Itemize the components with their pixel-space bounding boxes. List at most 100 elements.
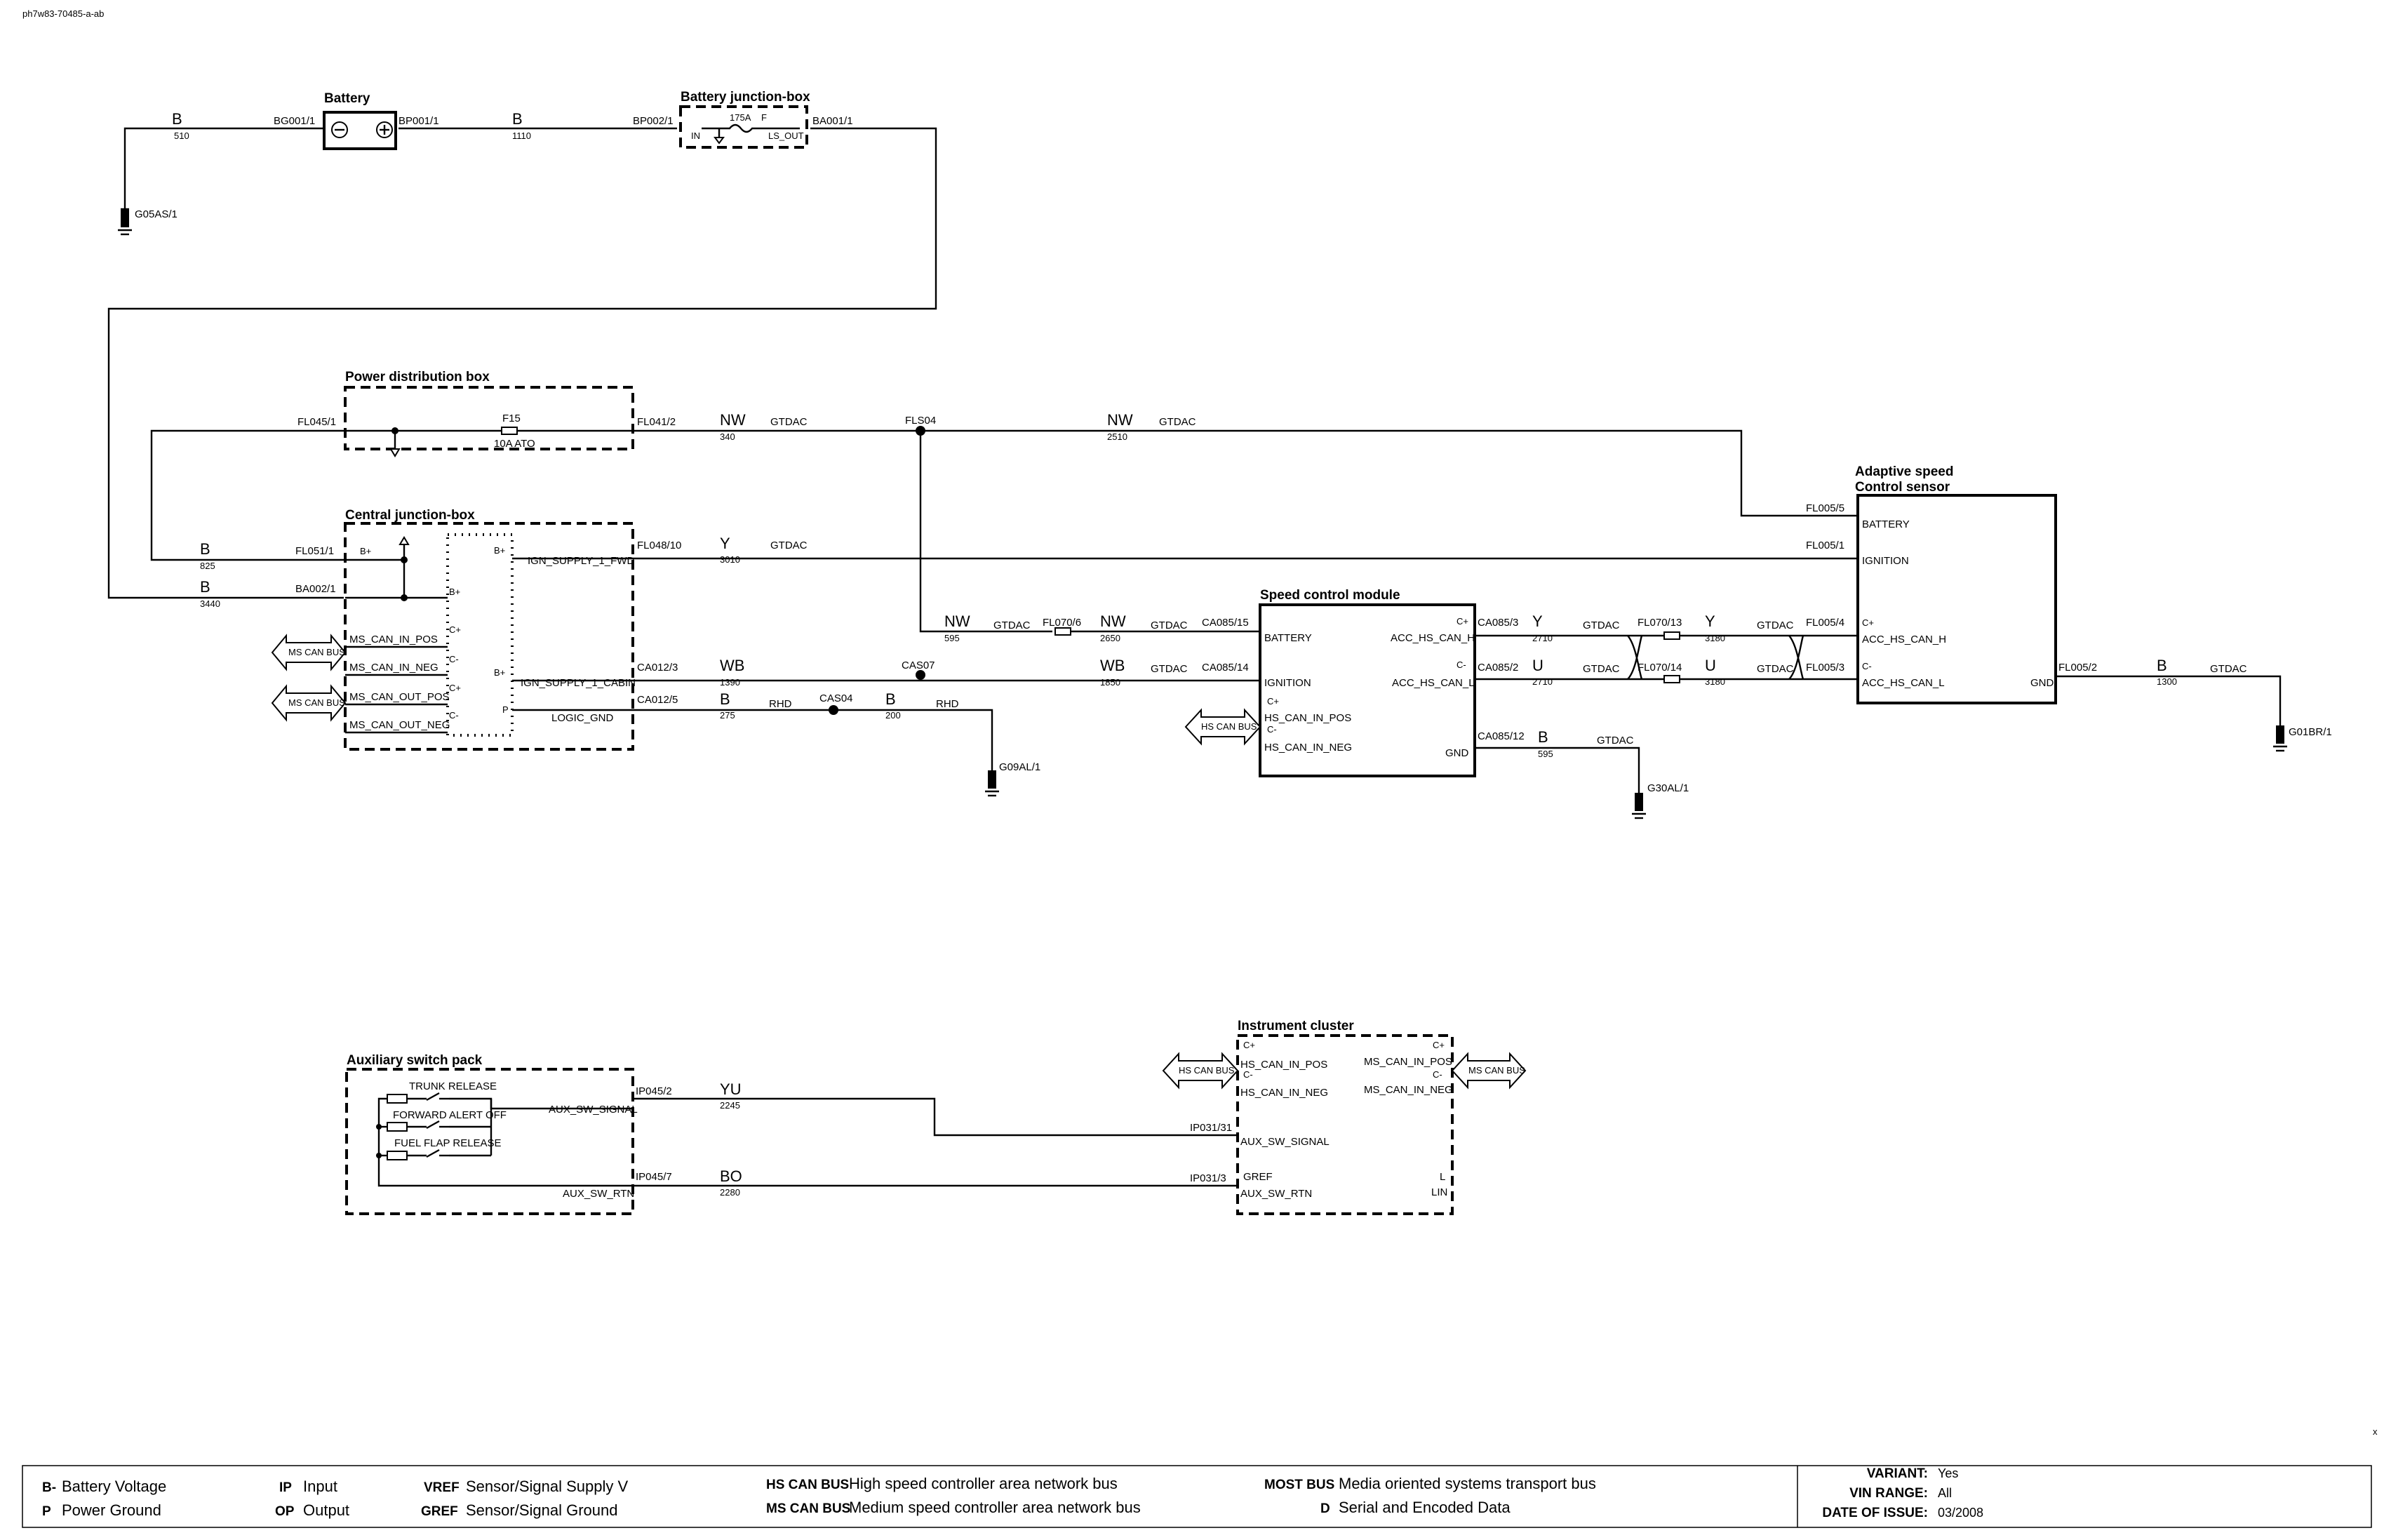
pin-label: MS_CAN_IN_POS bbox=[1364, 1056, 1452, 1068]
legend-abbr: IP bbox=[279, 1480, 292, 1495]
pdb-title: Power distribution box bbox=[345, 370, 490, 384]
pin-label: HS_CAN_IN_NEG bbox=[1240, 1087, 1328, 1099]
pin-label: C+ bbox=[1862, 617, 1874, 628]
legend-desc: Media oriented systems transport bus bbox=[1339, 1475, 1596, 1492]
pin-label: HS_CAN_IN_NEG bbox=[1264, 742, 1352, 754]
wire-number: 2280 bbox=[720, 1187, 740, 1198]
wire-type: GTDAC bbox=[1757, 663, 1794, 675]
pin-label: BATTERY bbox=[1264, 632, 1312, 644]
switch-label: FORWARD ALERT OFF bbox=[393, 1109, 507, 1121]
pin-label: L bbox=[1440, 1171, 1445, 1183]
connector-fl041: FL041/2 bbox=[637, 416, 676, 428]
bus-label: MS CAN BUS bbox=[288, 697, 345, 708]
wire-color: B bbox=[885, 690, 896, 708]
inline-connector-icon bbox=[1663, 675, 1680, 683]
wire-color: BO bbox=[720, 1167, 742, 1185]
wire-color: B bbox=[720, 690, 730, 708]
wire-number: 3180 bbox=[1705, 633, 1725, 643]
arrow-down-icon bbox=[714, 137, 725, 145]
ground-icon bbox=[1632, 793, 1646, 819]
switch-icon bbox=[387, 1092, 449, 1104]
arrow-down-icon bbox=[389, 448, 401, 457]
pin-label: LS_OUT bbox=[768, 130, 804, 141]
instrument-cluster-section: Instrument cluster IP031/31 IP031/3 C+ H… bbox=[1162, 1019, 1527, 1215]
pin-label: ACC_HS_CAN_H bbox=[1862, 634, 1946, 645]
connector-ca085-3: CA085/3 bbox=[1478, 617, 1518, 629]
wire-number: 275 bbox=[720, 710, 735, 721]
wire-number: 200 bbox=[885, 710, 901, 721]
power-distribution-box bbox=[344, 386, 634, 450]
ground-icon bbox=[118, 209, 132, 236]
wire-type: GTDAC bbox=[993, 620, 1031, 631]
legend-desc: Medium speed controller area network bus bbox=[849, 1499, 1141, 1516]
connector-fl051: FL051/1 bbox=[295, 545, 334, 557]
legend-abbr: VREF bbox=[424, 1480, 460, 1495]
connector-bp002: BP002/1 bbox=[633, 115, 674, 127]
connector-ca085-12: CA085/12 bbox=[1478, 730, 1525, 742]
pin-label: C+ bbox=[1456, 616, 1468, 627]
connector-fl005-5: FL005/5 bbox=[1806, 502, 1844, 514]
hs-can-bus-arrow: HS CAN BUS bbox=[1162, 1052, 1239, 1090]
legend-desc: Sensor/Signal Supply V bbox=[466, 1478, 628, 1495]
connector-g01br: G01BR/1 bbox=[2289, 726, 2332, 738]
battery-positive-icon bbox=[376, 121, 393, 138]
pin-label: GREF bbox=[1243, 1171, 1273, 1183]
pin-label: ACC_HS_CAN_L bbox=[1392, 677, 1475, 689]
inline-connector-icon bbox=[1054, 627, 1071, 636]
connector-g30al: G30AL/1 bbox=[1647, 782, 1689, 794]
pin-label: C+ bbox=[1243, 1040, 1255, 1050]
wire-color: NW bbox=[720, 411, 746, 429]
instrument-cluster bbox=[1236, 1034, 1454, 1215]
battery-junction-box bbox=[679, 105, 808, 149]
legend-desc: High speed controller area network bus bbox=[849, 1475, 1118, 1492]
cjb-title: Central junction-box bbox=[345, 508, 475, 523]
vin-value: All bbox=[1938, 1486, 1952, 1500]
twisted-pair-icon bbox=[1627, 635, 1643, 680]
legend-panel: B- Battery Voltage P Power Ground IP Inp… bbox=[22, 1465, 2372, 1528]
connector-bp001: BP001/1 bbox=[399, 115, 439, 127]
pin-label: AUX_SW_RTN bbox=[1240, 1188, 1312, 1200]
fuse-rating: 175A bbox=[730, 112, 751, 123]
scm-title: Speed control module bbox=[1260, 588, 1400, 603]
speed-control-section: Speed control module NW 595 GTDAC FL070/… bbox=[944, 588, 1858, 819]
pin-label: IGN_SUPPLY_1_FWD bbox=[528, 555, 634, 567]
legend-abbr: D bbox=[1320, 1501, 1330, 1516]
bjb-title: Battery junction-box bbox=[681, 90, 810, 105]
auxiliary-switch-pack bbox=[345, 1068, 634, 1215]
pin-label: B+ bbox=[449, 587, 460, 597]
asp-title: Auxiliary switch pack bbox=[347, 1053, 483, 1068]
central-junction-box bbox=[344, 522, 634, 751]
wire-color: B bbox=[512, 110, 523, 128]
pin-label: C+ bbox=[1433, 1040, 1445, 1050]
pin-label: GND bbox=[1445, 747, 1469, 759]
speed-control-module bbox=[1259, 603, 1476, 777]
connector-ba002: BA002/1 bbox=[295, 583, 336, 595]
pin-label: C- bbox=[449, 710, 459, 721]
switch-icon bbox=[387, 1120, 449, 1132]
wire-color: Y bbox=[1532, 612, 1543, 630]
wire-type: RHD bbox=[936, 698, 959, 710]
inline-connector-icon bbox=[1663, 631, 1680, 640]
legend-desc: Power Ground bbox=[62, 1501, 161, 1519]
pin-label: LIN bbox=[1431, 1186, 1447, 1198]
wire-number: 3440 bbox=[200, 598, 220, 609]
wire-number: 2245 bbox=[720, 1100, 740, 1111]
wire-color: NW bbox=[944, 612, 970, 630]
pin-label: IN bbox=[691, 130, 700, 141]
connector-fl070-14: FL070/14 bbox=[1638, 662, 1682, 674]
connector-ca085-14: CA085/14 bbox=[1202, 662, 1249, 674]
splice-icon bbox=[916, 670, 925, 680]
central-junction-section: Central junction-box FL051/1 B 825 B+ BA… bbox=[200, 431, 1858, 797]
pin-label: HS_CAN_IN_POS bbox=[1240, 1059, 1327, 1071]
acs-title-line2: Control sensor bbox=[1855, 480, 1950, 495]
pin-label: MS_CAN_IN_POS bbox=[349, 634, 438, 645]
wire-color: WB bbox=[720, 657, 744, 674]
legend-desc: Sensor/Signal Ground bbox=[466, 1501, 617, 1519]
wire-type: GTDAC bbox=[770, 416, 808, 428]
variant-label: VARIANT: bbox=[1867, 1466, 1928, 1481]
splice-fls04: FLS04 bbox=[905, 415, 936, 427]
connector-ca012-5: CA012/5 bbox=[637, 694, 678, 706]
wire-type: GTDAC bbox=[1151, 620, 1188, 631]
wire-number: 1850 bbox=[1100, 677, 1120, 688]
wire-number: 510 bbox=[174, 130, 189, 141]
